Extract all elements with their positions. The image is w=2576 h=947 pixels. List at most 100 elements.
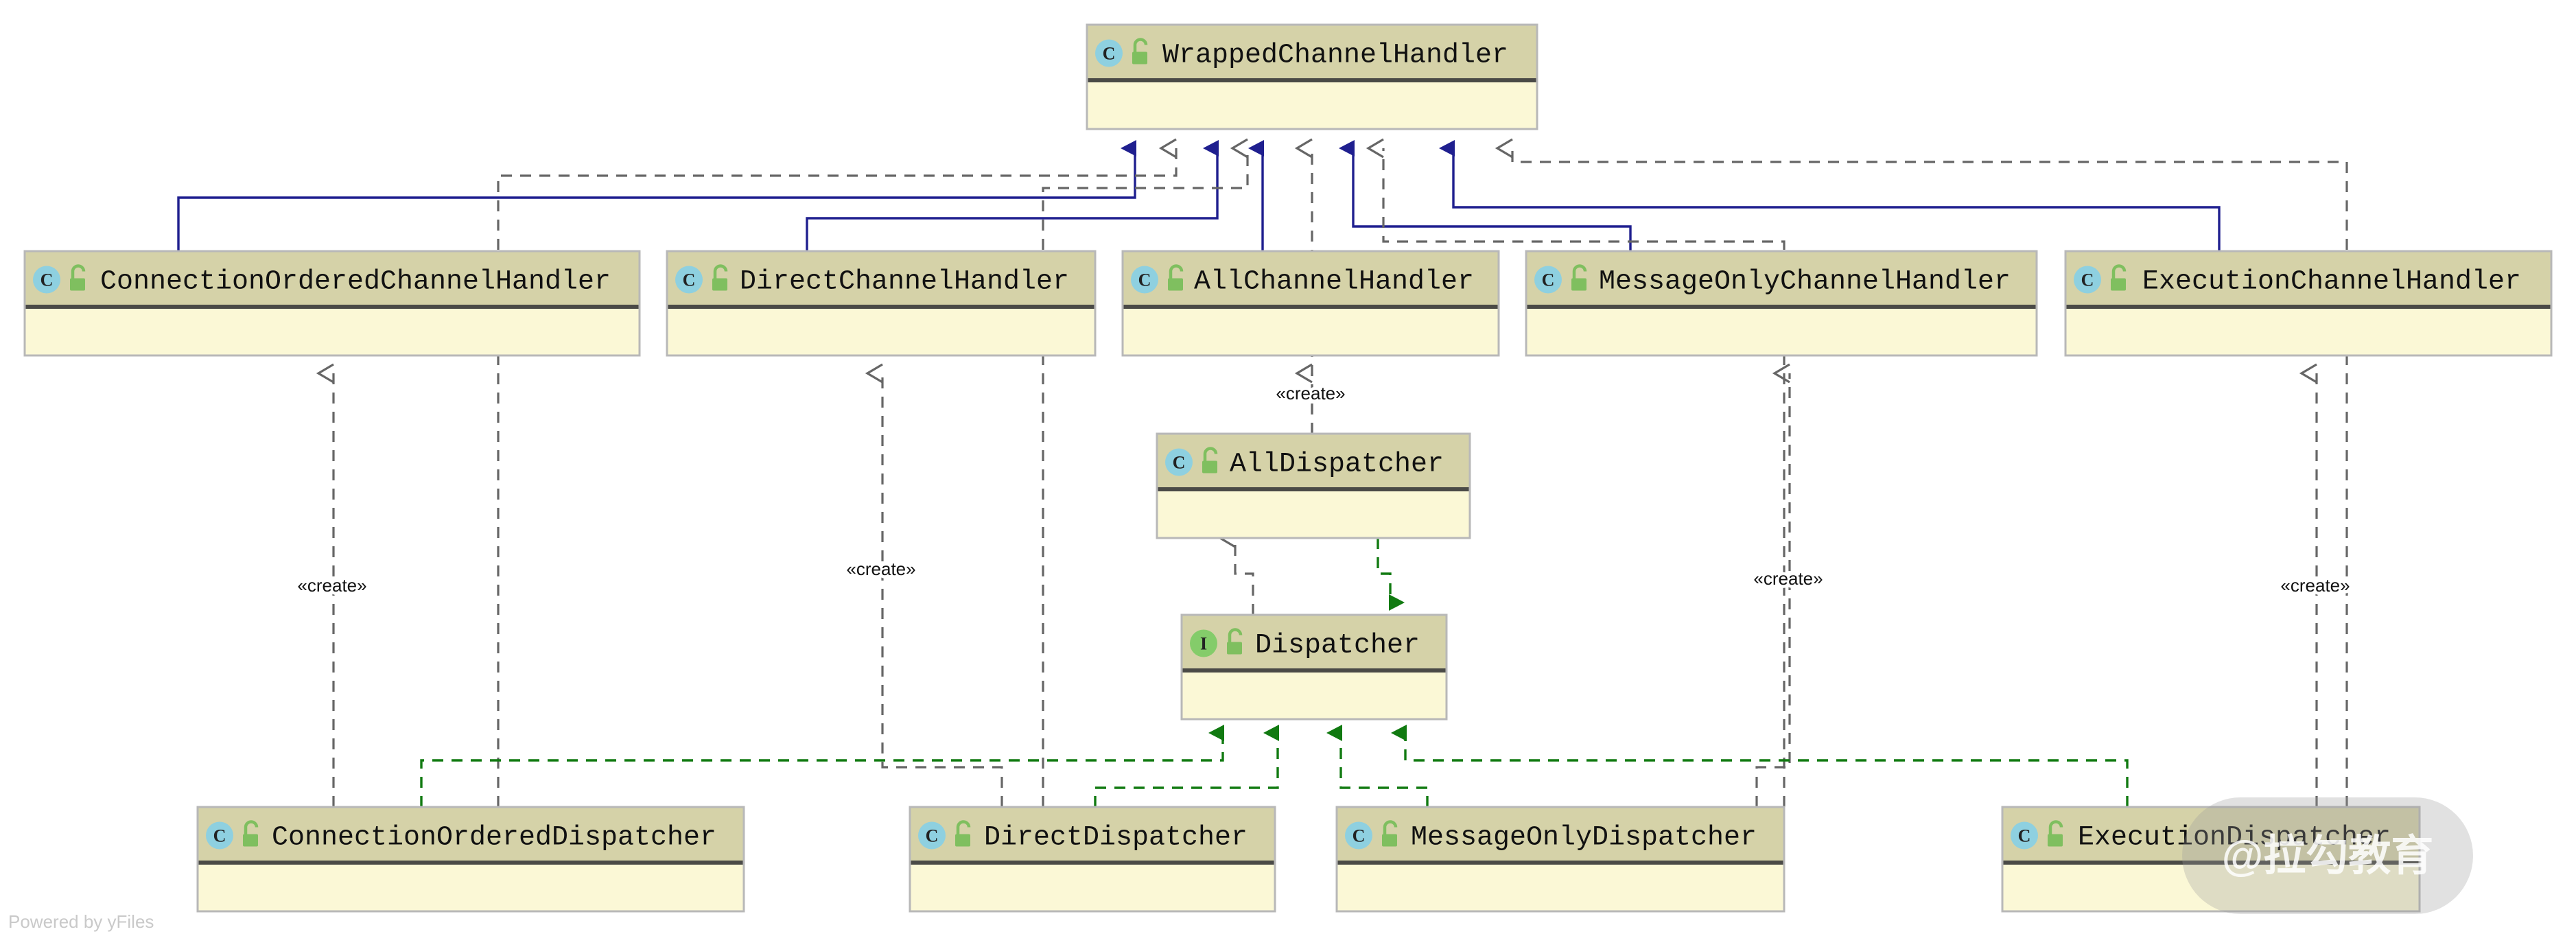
class-icon-letter: C bbox=[1173, 453, 1186, 473]
edge-stereotype-label: «create» bbox=[1753, 568, 1823, 589]
class-node-header bbox=[198, 807, 744, 864]
edge-stereotype-label-halo: «create» bbox=[846, 559, 915, 579]
edge-directdis-create-direct bbox=[865, 363, 1003, 807]
class-node-directdis[interactable]: C DirectDispatcher bbox=[909, 806, 1276, 913]
class-icon-letter: C bbox=[1542, 270, 1555, 290]
open-lock-icon bbox=[955, 820, 971, 847]
class-node-divider bbox=[1526, 305, 2037, 309]
edge-connorddis-to-wrapped bbox=[497, 138, 1178, 807]
class-node-divider bbox=[25, 305, 640, 309]
class-node-title: ExecutionChannelHandler bbox=[2142, 267, 2521, 298]
class-node-divider bbox=[1182, 668, 1447, 673]
class-icon bbox=[675, 266, 703, 294]
edge-msgonlydis-create-msgonly bbox=[1755, 363, 1791, 807]
class-node-outline bbox=[909, 806, 1276, 913]
open-lock-icon bbox=[1168, 264, 1184, 291]
edge-stereotype-label-halo: «create» bbox=[2280, 575, 2350, 596]
class-icon-letter: C bbox=[2018, 826, 2031, 846]
open-lock-icon bbox=[712, 264, 728, 291]
open-lock-icon bbox=[1202, 447, 1218, 474]
class-node-outline bbox=[1121, 250, 1500, 357]
class-node-title: MessageOnlyChannelHandler bbox=[1599, 267, 2011, 298]
edge-stereotype-label-halo: «create» bbox=[297, 575, 366, 596]
edge-execch-to-wrapped bbox=[1439, 140, 2221, 251]
class-icon-letter: C bbox=[683, 270, 696, 290]
edge-connorddis-realize-dispatcher bbox=[420, 725, 1224, 807]
class-node-title: DirectDispatcher bbox=[984, 823, 1248, 854]
powered-by-label: Powered by yFiles bbox=[8, 911, 154, 932]
class-node-outline bbox=[666, 250, 1097, 357]
edge-execdis-to-wrapped bbox=[1495, 138, 2348, 807]
edge-stereotype-label: «create» bbox=[2280, 575, 2350, 596]
class-icon-letter: C bbox=[1138, 270, 1151, 290]
edge-msgonlydis-realize-dispatcher bbox=[1326, 725, 1429, 807]
open-lock-icon bbox=[1132, 38, 1148, 65]
class-node-outline bbox=[1086, 23, 1538, 130]
edge-label-layer: «create» «create» «create» «create» «create»… bbox=[294, 380, 2353, 599]
class-node-header bbox=[25, 251, 640, 308]
class-node-title: AllChannelHandler bbox=[1194, 267, 1474, 298]
edge-stereotype-label: «create» bbox=[297, 575, 366, 596]
class-icon bbox=[1095, 39, 1123, 67]
class-node-execdis[interactable]: C ExecutionDispatcher bbox=[2001, 806, 2421, 913]
edge-msgonly-to-wrapped bbox=[1339, 140, 1632, 251]
class-node-allch[interactable]: C AllChannelHandler bbox=[1121, 250, 1500, 357]
edge-stereotype-label-halo: «create» bbox=[1276, 383, 1345, 404]
edge-layer-generalization bbox=[177, 140, 2221, 251]
class-node-outline bbox=[1525, 250, 2038, 357]
class-node-header bbox=[2002, 807, 2420, 864]
class-node-header bbox=[910, 807, 1275, 864]
class-node-divider bbox=[1123, 305, 1499, 309]
class-node-outline bbox=[2001, 806, 2421, 913]
edge-alldisp-dependency-dispatcher bbox=[1217, 528, 1254, 615]
class-node-title: Dispatcher bbox=[1255, 631, 1420, 662]
edge-alldisp-realize-dispatcher bbox=[1377, 538, 1405, 611]
interface-icon bbox=[1190, 629, 1217, 657]
class-icon bbox=[1131, 266, 1158, 294]
edge-layer-realization bbox=[420, 538, 2129, 807]
edge-directdis-to-wrapped bbox=[1042, 138, 1249, 807]
class-node-dispatcher[interactable]: I Dispatcher bbox=[1180, 613, 1448, 721]
class-node-header bbox=[1337, 807, 1784, 864]
class-node-divider bbox=[910, 861, 1275, 865]
class-node-header bbox=[1526, 251, 2037, 308]
class-node-divider bbox=[667, 305, 1095, 309]
edge-stereotype-label-halo: «create» bbox=[1753, 568, 1823, 589]
watermark-text: @拉勾教育 bbox=[2222, 832, 2433, 880]
edge-execdis-realize-dispatcher bbox=[1391, 725, 2129, 807]
class-node-divider bbox=[2065, 305, 2551, 309]
edge-direct-to-wrapped bbox=[806, 140, 1219, 251]
edge-directdis-realize-dispatcher bbox=[1094, 725, 1279, 807]
class-icon bbox=[2011, 821, 2038, 850]
edge-stereotype-label: «create» bbox=[1276, 383, 1345, 404]
class-node-divider bbox=[2002, 861, 2420, 865]
class-node-msgonly[interactable]: C MessageOnlyChannelHandler bbox=[1525, 250, 2038, 357]
class-node-header bbox=[2065, 251, 2551, 308]
class-node-outline bbox=[2064, 250, 2553, 357]
class-node-outline bbox=[1180, 613, 1448, 721]
class-node-msgonlydis[interactable]: C MessageOnlyDispatcher bbox=[1335, 806, 1785, 913]
class-node-title: MessageOnlyDispatcher bbox=[1411, 823, 1757, 854]
class-node-outline bbox=[1156, 432, 1471, 539]
class-node-header bbox=[1182, 615, 1447, 672]
class-node-divider bbox=[1157, 487, 1470, 491]
class-icon-letter: C bbox=[1353, 826, 1366, 846]
edge-stereotype-label: «create» bbox=[846, 559, 915, 579]
class-node-title: ExecutionDispatcher bbox=[2078, 823, 2391, 854]
open-lock-icon bbox=[70, 264, 86, 291]
edge-connord-to-wrapped bbox=[177, 140, 1136, 251]
class-icon-letter: I bbox=[1200, 634, 1207, 654]
class-icon bbox=[1534, 266, 1562, 294]
class-icon-letter: C bbox=[926, 826, 939, 846]
watermark: @拉勾教育 bbox=[2182, 797, 2473, 914]
class-icon bbox=[1345, 821, 1372, 850]
